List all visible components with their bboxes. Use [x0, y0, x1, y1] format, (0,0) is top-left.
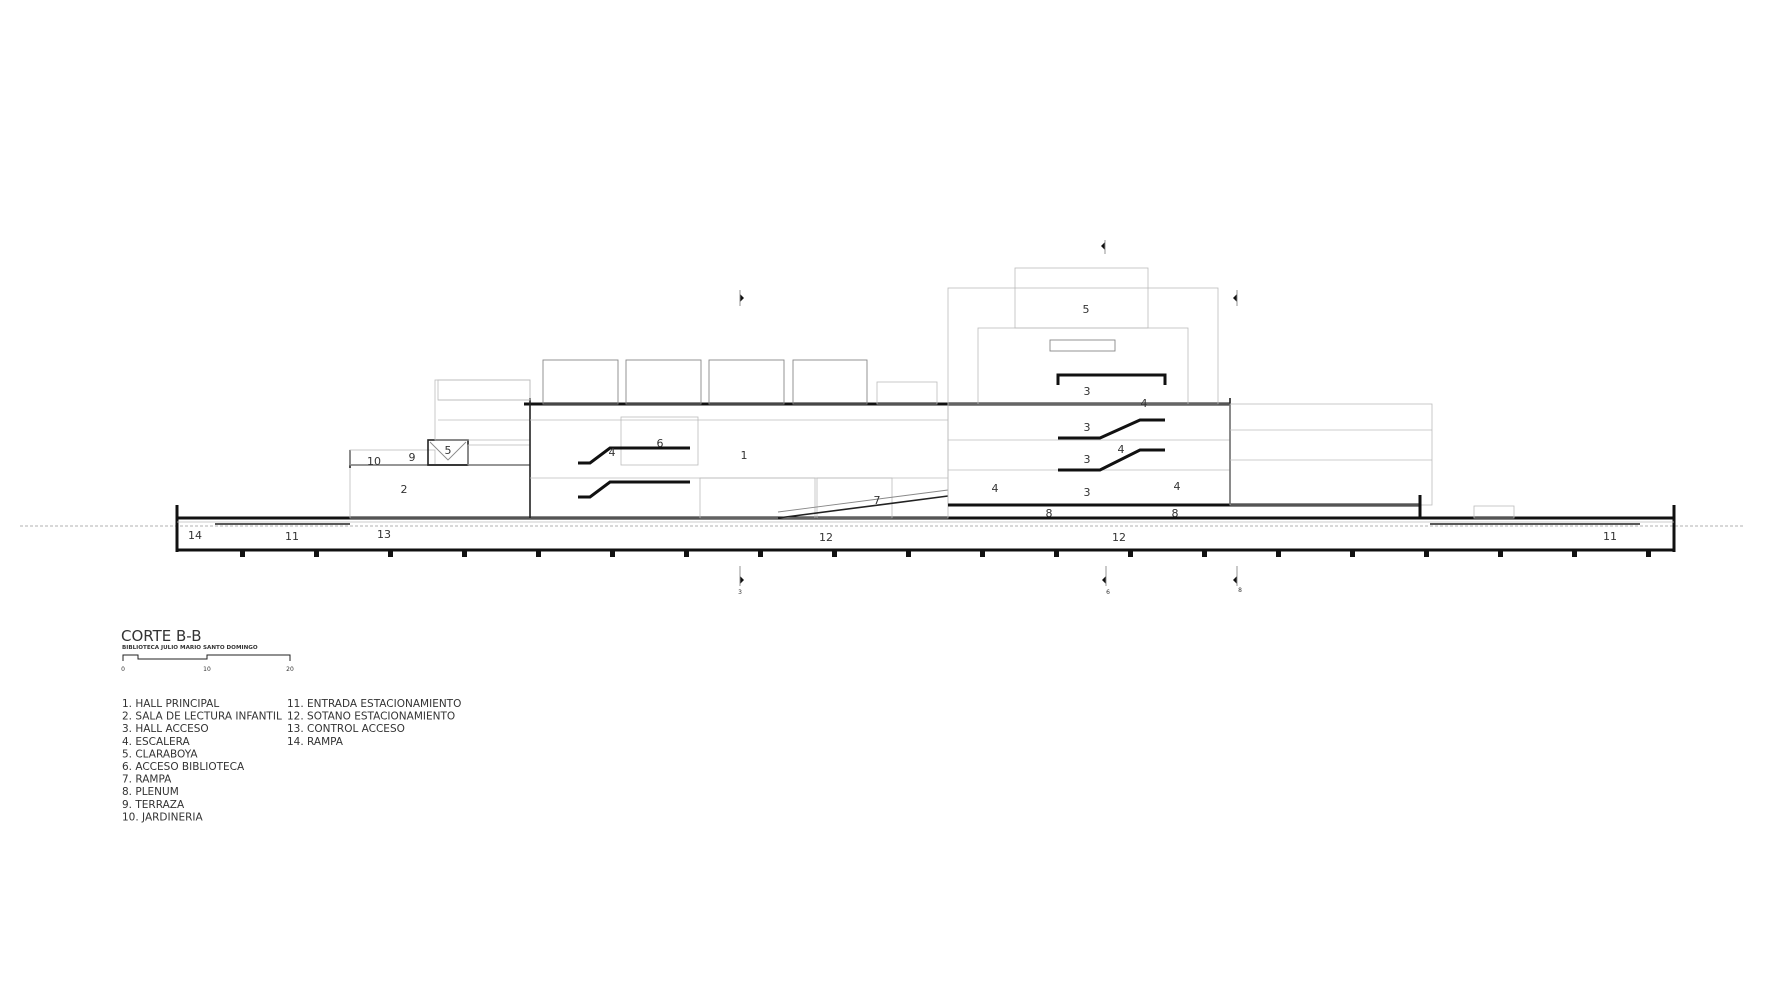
room-label-5: 5 [1083, 303, 1090, 316]
section-markers: 3 6 8 [738, 240, 1242, 596]
room-label-9: 9 [409, 451, 416, 464]
scale-label: 0 [121, 666, 125, 673]
room-label-4: 4 [1174, 480, 1181, 493]
room-label-3: 3 [1084, 421, 1091, 434]
structural-column [314, 550, 319, 557]
structural-column [1276, 550, 1281, 557]
room-label-10: 10 [367, 455, 381, 468]
room-label-12: 12 [1112, 531, 1126, 544]
structural-column [1128, 550, 1133, 557]
right-wing [1229, 403, 1515, 519]
legend-item: 6. ACCESO BIBLIOTECA [122, 761, 245, 773]
scale-label: 20 [286, 666, 294, 673]
room-label-4: 4 [1118, 443, 1125, 456]
structural-column [1646, 550, 1651, 557]
left-wing [349, 379, 531, 519]
room-label-11: 11 [1603, 530, 1617, 543]
legend-item: 13. CONTROL ACCESO [287, 723, 405, 735]
structural-column [536, 550, 541, 557]
structural-column [462, 550, 467, 557]
room-label-3: 3 [1084, 486, 1091, 499]
scale-bar: 0 10 20 [121, 654, 294, 673]
room-label-6: 6 [657, 437, 664, 450]
room-label-5: 5 [445, 444, 452, 457]
structural-column [906, 550, 911, 557]
structural-column [832, 550, 837, 557]
legend-item: 14. RAMPA [287, 736, 344, 748]
legend-item: 1. HALL PRINCIPAL [122, 698, 219, 710]
section-mark-6: 6 [1106, 589, 1110, 596]
drawing-title: CORTE B-B [121, 627, 201, 645]
legend-item: 2. SALA DE LECTURA INFANTIL [122, 711, 282, 723]
room-label-12: 12 [819, 531, 833, 544]
structural-column [388, 550, 393, 557]
drawing-subtitle: BIBLIOTECA JULIO MARIO SANTO DOMINGO [122, 645, 258, 651]
structural-column [684, 550, 689, 557]
room-label-1: 1 [741, 449, 748, 462]
room-label-13: 13 [377, 528, 391, 541]
room-label-7: 7 [874, 494, 881, 507]
structural-column [1054, 550, 1059, 557]
legend-item: 9. TERRAZA [122, 799, 185, 811]
structural-column [1498, 550, 1503, 557]
room-label-4: 4 [1141, 397, 1148, 410]
structural-column [980, 550, 985, 557]
room-labels: 1 2 3 3 3 3 4 4 4 4 4 5 5 6 7 8 8 9 10 1… [188, 303, 1617, 544]
room-label-8: 8 [1046, 507, 1053, 520]
legend-item: 11. ENTRADA ESTACIONAMIENTO [287, 698, 461, 710]
scale-label: 10 [203, 666, 211, 673]
basement [175, 505, 1676, 557]
structural-column [610, 550, 615, 557]
legend-item: 10. JARDINERIA [122, 811, 203, 823]
room-label-14: 14 [188, 529, 202, 542]
structural-column [1350, 550, 1355, 557]
room-label-3: 3 [1084, 385, 1091, 398]
structural-column [1424, 550, 1429, 557]
room-label-3: 3 [1084, 453, 1091, 466]
legend-item: 4. ESCALERA [122, 736, 191, 748]
structural-column [758, 550, 763, 557]
structural-column [1572, 550, 1577, 557]
room-label-8: 8 [1172, 507, 1179, 520]
legend-item: 12. SOTANO ESTACIONAMIENTO [287, 711, 455, 723]
legend-item: 8. PLENUM [122, 786, 179, 798]
legend-item: 7. RAMPA [122, 774, 172, 786]
room-label-4: 4 [992, 482, 999, 495]
room-label-4: 4 [609, 446, 616, 459]
legend-item: 5. CLARABOYA [122, 748, 198, 760]
section-mark-8: 8 [1238, 587, 1242, 594]
structural-column [240, 550, 245, 557]
section-mark-3: 3 [738, 589, 742, 596]
tower-block [947, 267, 1420, 507]
room-label-11: 11 [285, 530, 299, 543]
structural-column [1202, 550, 1207, 557]
legend-item: 3. HALL ACCESO [122, 723, 209, 735]
room-label-2: 2 [401, 483, 408, 496]
main-hall-block [437, 359, 1230, 519]
